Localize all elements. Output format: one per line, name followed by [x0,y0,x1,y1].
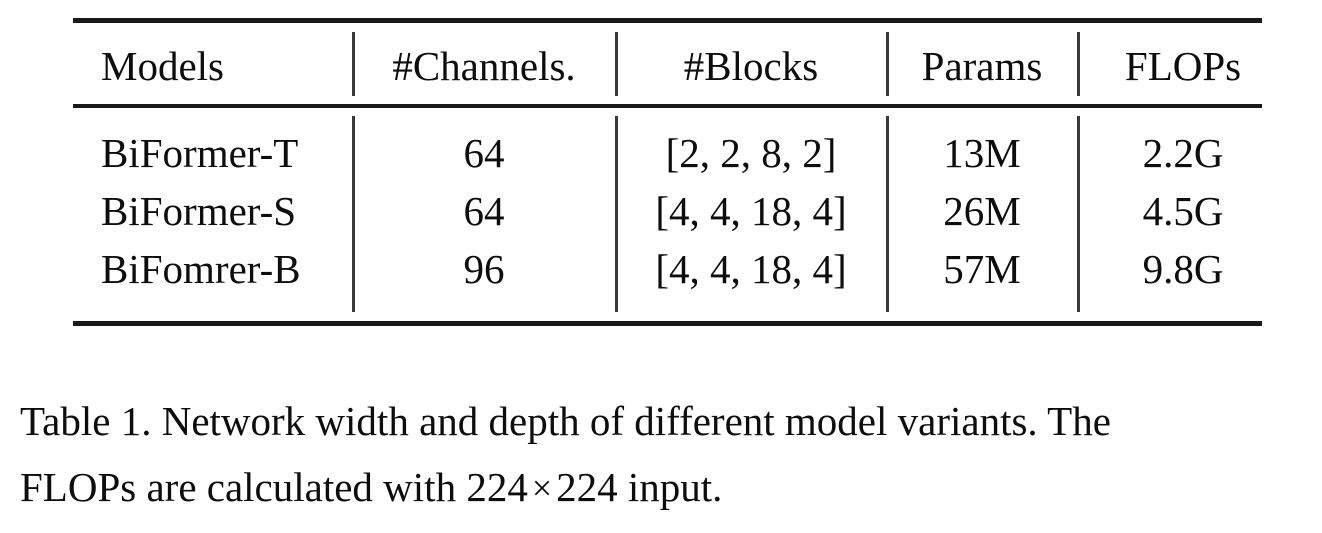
column-separator-4-body [1077,116,1080,312]
table-row-blocks: [2, 2, 8, 2] [665,130,837,176]
table-row-channels: 64 [463,130,505,176]
column-separator-3-header [886,32,889,96]
column-header-models: Models [101,43,224,89]
caption-line-2-after: 224 input. [556,464,723,510]
caption-line-2-before: FLOPs are calculated with 224 [20,464,528,510]
column-header-params: Params [921,43,1043,89]
table-header-rule [73,104,1262,108]
table-bottom-rule [73,321,1262,326]
table-top-rule [73,18,1262,23]
caption-line-1: Table 1. Network width and depth of diff… [20,398,1111,444]
multiplication-sign-icon: × [531,468,553,508]
table-row-model-name: BiFomrer-B [101,246,301,292]
table-row-params: 13M [943,130,1021,176]
table-row-params: 26M [943,188,1021,234]
caption-line-2: FLOPs are calculated with 224×224 input. [20,454,1310,521]
table-row-flops: 2.2G [1142,130,1224,176]
column-separator-1-header [352,32,355,96]
table-row-flops: 9.8G [1142,246,1224,292]
table-row-channels: 96 [463,246,505,292]
column-header-blocks: #Blocks [683,43,819,89]
column-separator-4-header [1077,32,1080,96]
table-row-params: 57M [943,246,1021,292]
table-row-channels: 64 [463,188,505,234]
column-header-channels: #Channels. [392,43,576,89]
table-row-model-name: BiFormer-T [101,130,299,176]
table-caption: Table 1. Network width and depth of diff… [20,388,1310,521]
column-separator-1-body [352,116,355,312]
column-separator-2-header [615,32,618,96]
table-row-model-name: BiFormer-S [101,188,297,234]
column-separator-3-body [886,116,889,312]
column-separator-2-body [615,116,618,312]
table-row-blocks: [4, 4, 18, 4] [655,188,847,234]
table-row-blocks: [4, 4, 18, 4] [655,246,847,292]
table-row-flops: 4.5G [1142,188,1224,234]
data-table: Models #Channels. #Blocks Params FLOPs B… [73,18,1262,328]
column-header-flops: FLOPs [1124,43,1242,89]
